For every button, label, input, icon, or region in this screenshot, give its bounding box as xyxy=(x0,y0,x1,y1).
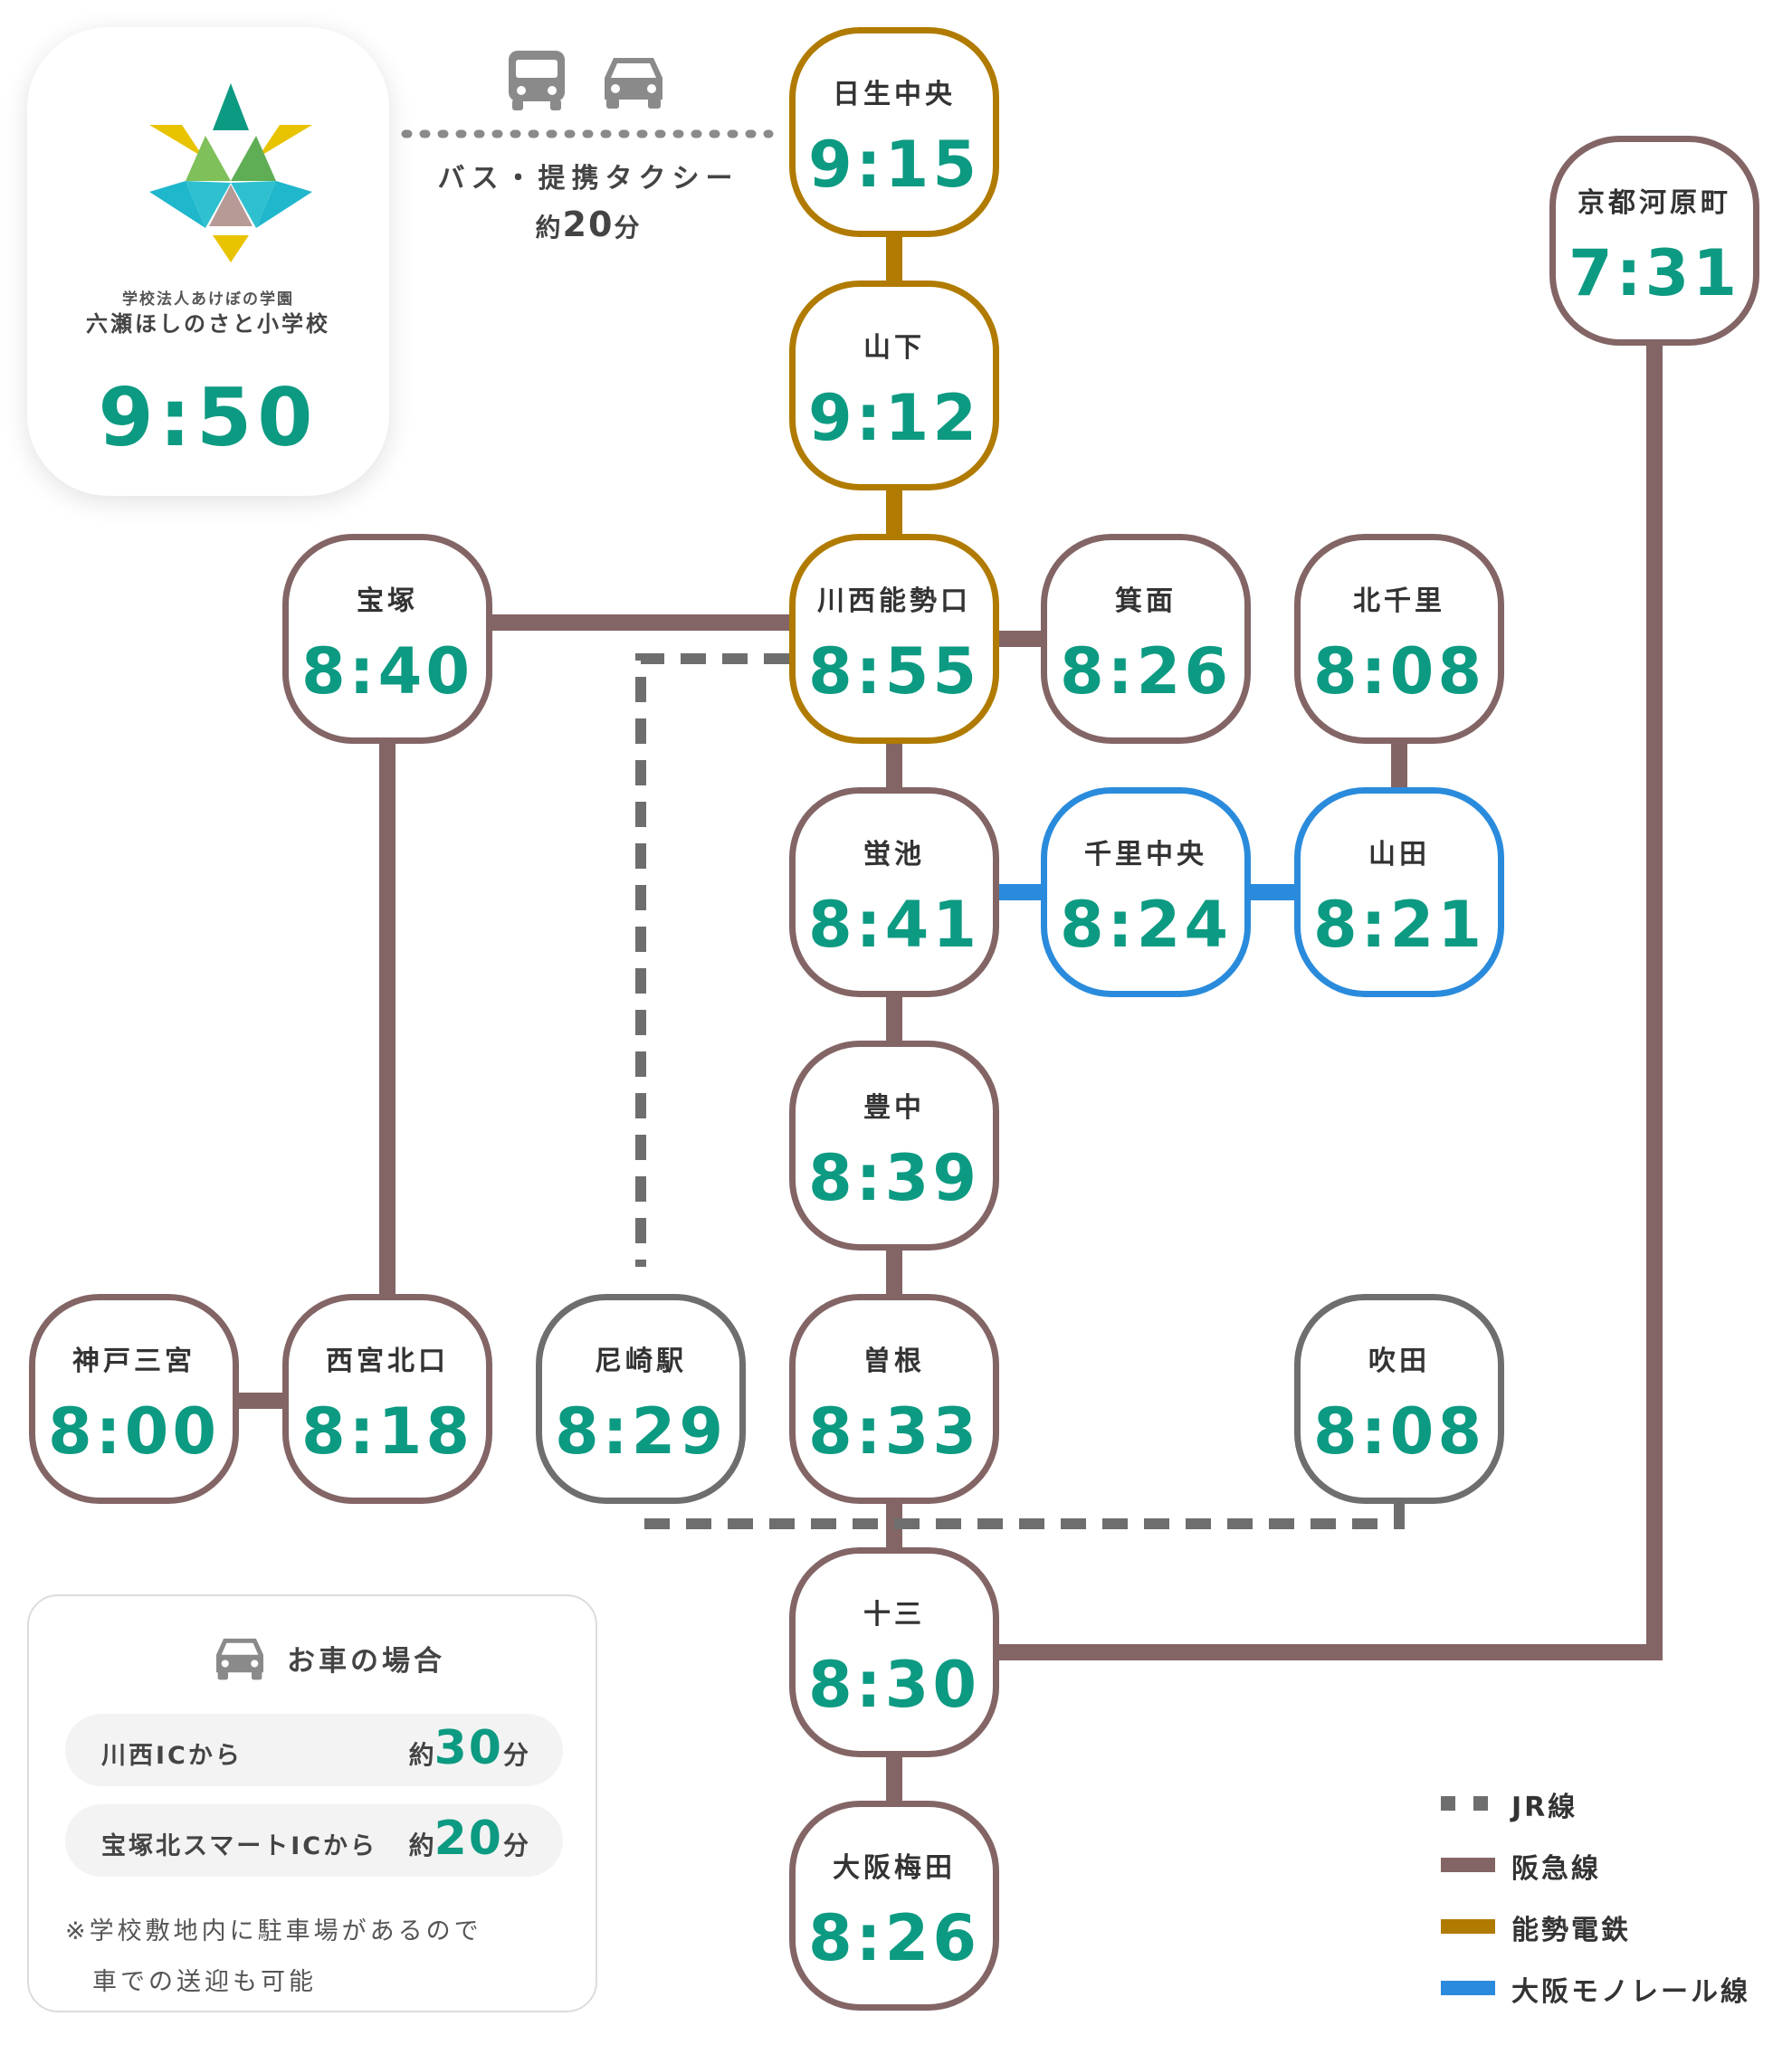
car-route-minutes: 20 xyxy=(434,1812,503,1866)
station-time: 8:39 xyxy=(807,1141,981,1215)
car-title: お車の場合 xyxy=(287,1645,445,1678)
station-name: 日生中央 xyxy=(833,79,956,110)
station-kyotokawaramachi: 京都河原町 7:31 xyxy=(1549,136,1759,346)
station-senrichuo: 千里中央 8:24 xyxy=(1041,787,1251,997)
transfer-label: バス・提携タクシー xyxy=(437,163,739,195)
car-route-prefix: 約 xyxy=(408,1740,434,1770)
station-name: 曽根 xyxy=(863,1346,925,1377)
station-name: 神戸三宮 xyxy=(72,1346,195,1377)
legend-swatch-dashed xyxy=(1441,1796,1488,1811)
car-icon xyxy=(216,1638,263,1680)
line-hankyu-juso-kyoto xyxy=(997,346,1663,1660)
station-time: 8:26 xyxy=(807,1901,981,1975)
station-suita: 吹田 8:08 xyxy=(1294,1294,1504,1504)
station-time: 8:21 xyxy=(1312,888,1486,962)
station-time: 8:08 xyxy=(1312,634,1486,709)
transfer-minutes: 20 xyxy=(562,204,615,244)
car-icon xyxy=(605,58,662,109)
station-name: 川西能勢口 xyxy=(817,585,971,617)
station-kitasenri: 北千里 8:08 xyxy=(1294,534,1504,744)
station-name: 吹田 xyxy=(1368,1346,1430,1377)
station-name: 北千里 xyxy=(1353,585,1445,617)
car-route-from: 川西ICから xyxy=(101,1742,243,1770)
station-name: 山田 xyxy=(1368,839,1430,870)
station-time: 8:41 xyxy=(807,888,981,962)
car-route-row: 宝塚北スマートICから 約20分 xyxy=(65,1804,563,1877)
legend-label: 大阪モノレール線 xyxy=(1511,1976,1750,2008)
legend: JR線 阪急線 能勢電鉄 大阪モノレール線 xyxy=(1437,1784,1792,2038)
station-name: 宝塚 xyxy=(357,585,418,617)
station-name: 蛍池 xyxy=(863,839,925,870)
legend-swatch xyxy=(1441,1858,1495,1872)
station-kobesannomiya: 神戸三宮 8:00 xyxy=(29,1294,239,1504)
station-sone: 曽根 8:33 xyxy=(789,1294,999,1504)
transfer-duration: 約20分 xyxy=(398,204,778,244)
station-time: 8:30 xyxy=(807,1648,981,1722)
car-route-prefix: 約 xyxy=(408,1831,434,1860)
station-name: 大阪梅田 xyxy=(833,1852,956,1884)
station-time: 8:55 xyxy=(807,634,981,709)
station-osakaumeda: 大阪梅田 8:26 xyxy=(789,1801,999,2011)
legend-label: 能勢電鉄 xyxy=(1511,1915,1631,1946)
station-hikinochuo: 日生中央 9:15 xyxy=(789,27,999,237)
station-time: 9:15 xyxy=(807,128,981,202)
bus-icon xyxy=(509,51,565,110)
line-jr-amagasaki-suita xyxy=(644,1504,1405,1529)
school-corporation: 学校法人あけぼの学園 xyxy=(122,290,294,309)
station-time: 8:40 xyxy=(300,634,474,709)
legend-label: 阪急線 xyxy=(1511,1853,1601,1885)
station-name: 箕面 xyxy=(1115,585,1177,617)
station-time: 7:31 xyxy=(1568,236,1741,310)
car-note-line2: 車での送迎も可能 xyxy=(92,1968,317,1996)
car-route-from: 宝塚北スマートICから xyxy=(101,1832,378,1860)
station-minoh: 箕面 8:26 xyxy=(1041,534,1251,744)
station-toyonaka: 豊中 8:39 xyxy=(789,1041,999,1251)
station-amagasaki: 尼崎駅 8:29 xyxy=(536,1294,746,1504)
legend-swatch xyxy=(1441,1981,1495,1995)
station-name: 尼崎駅 xyxy=(595,1346,687,1377)
station-yamashita: 山下 9:12 xyxy=(789,281,999,490)
car-route-duration: 約20分 xyxy=(409,1812,529,1866)
station-nishinomiyakitaguchi: 西宮北口 8:18 xyxy=(282,1294,492,1504)
station-time: 8:18 xyxy=(300,1394,474,1469)
car-route-row: 川西ICから 約30分 xyxy=(65,1714,563,1786)
station-name: 京都河原町 xyxy=(1578,187,1731,219)
station-time: 8:26 xyxy=(1059,634,1233,709)
station-time: 8:33 xyxy=(807,1394,981,1469)
station-time: 8:29 xyxy=(554,1394,728,1469)
line-jr-kawanishi-amagasaki xyxy=(635,653,789,1267)
station-name: 山下 xyxy=(863,332,925,364)
school-name: 六瀬ほしのさと小学校 xyxy=(86,311,330,337)
car-note-line1: ※学校敷地内に駐車場があるので xyxy=(65,1917,482,1945)
station-kawanishinoseguchi: 川西能勢口 8:55 xyxy=(789,534,999,744)
school-logo-icon xyxy=(149,83,312,262)
transfer-unit: 分 xyxy=(614,213,642,243)
school-card: 学校法人あけぼの学園 六瀬ほしのさと小学校 9:50 xyxy=(27,27,389,496)
station-name: 豊中 xyxy=(863,1092,925,1124)
station-juso: 十三 8:30 xyxy=(789,1547,999,1757)
station-takarazuka: 宝塚 8:40 xyxy=(282,534,492,744)
legend-swatch xyxy=(1441,1919,1495,1934)
station-name: 西宮北口 xyxy=(326,1346,449,1377)
school-arrival-time: 9:50 xyxy=(98,371,319,464)
station-yamada: 山田 8:21 xyxy=(1294,787,1504,997)
station-name: 十三 xyxy=(863,1599,925,1631)
station-name: 千里中央 xyxy=(1084,839,1207,870)
station-time: 8:24 xyxy=(1059,888,1233,962)
station-time: 9:12 xyxy=(807,381,981,455)
station-hotarugaike: 蛍池 8:41 xyxy=(789,787,999,997)
car-route-unit: 分 xyxy=(502,1740,529,1770)
transfer-prefix: 約 xyxy=(535,213,563,243)
car-access-box: お車の場合 川西ICから 約30分 宝塚北スマートICから 約20分 ※学校敷地… xyxy=(27,1594,597,2012)
car-route-duration: 約30分 xyxy=(409,1721,529,1775)
station-time: 8:00 xyxy=(47,1394,221,1469)
car-route-minutes: 30 xyxy=(434,1721,503,1775)
legend-label: JR線 xyxy=(1511,1792,1578,1823)
car-route-unit: 分 xyxy=(502,1831,529,1860)
station-time: 8:08 xyxy=(1312,1394,1486,1469)
